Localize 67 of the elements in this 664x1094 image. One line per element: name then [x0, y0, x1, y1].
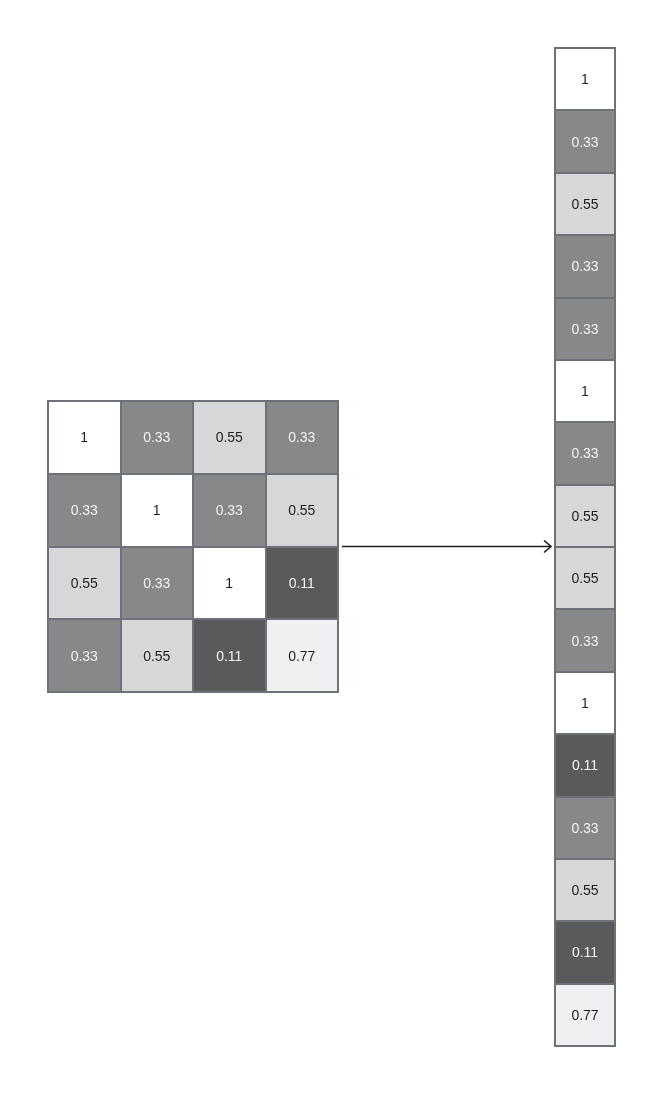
vector-cell	[555, 359, 615, 423]
matrix-cell	[193, 546, 266, 620]
cell-value: 0.55	[571, 571, 599, 586]
vector-cell	[555, 609, 615, 672]
cell-value: 0.33	[143, 430, 171, 445]
vector-cell	[555, 422, 615, 485]
vector-cell	[555, 858, 615, 922]
cell-value: 0.11	[288, 575, 315, 590]
vector-cell	[555, 921, 615, 984]
matrix-cell	[120, 401, 193, 474]
cell-value: 0.77	[288, 648, 316, 663]
matrix-cell	[48, 401, 121, 474]
cell-value: 0.33	[571, 259, 599, 274]
matrix-cell	[193, 401, 266, 474]
vector-cell	[555, 172, 615, 236]
matrix-cell	[265, 546, 338, 620]
vector-cell	[555, 547, 615, 610]
cell-value: 0.77	[571, 1007, 599, 1022]
cell-value: 0.33	[571, 446, 599, 461]
matrix-cell	[120, 619, 193, 692]
cell-value: 0.33	[70, 648, 98, 663]
cell-value: 0.11	[571, 945, 599, 960]
matrix-cell	[48, 473, 121, 547]
cell-value: 0.33	[571, 820, 599, 835]
cell-value: 0.55	[571, 508, 599, 523]
vector-cell	[555, 48, 615, 111]
vector-cell	[555, 671, 615, 735]
cell-value: 0.55	[571, 196, 599, 211]
matrix-cell	[265, 401, 338, 474]
cell-value: 1	[225, 575, 234, 590]
cell-value: 0.33	[571, 321, 599, 336]
cell-value: 0.55	[215, 430, 243, 445]
vector-column	[554, 47, 616, 1047]
cell-value: 0.33	[70, 503, 98, 518]
vector-cell	[555, 796, 615, 859]
cell-value: 0.11	[571, 758, 599, 773]
vector-cell	[555, 235, 615, 298]
cell-value: 0.33	[571, 134, 599, 149]
vector-cell	[555, 484, 615, 547]
cell-value: 0.33	[215, 503, 243, 518]
cell-value: 0.55	[571, 883, 599, 898]
cell-value: 0.55	[143, 648, 171, 663]
cell-value: 0.11	[216, 648, 243, 663]
matrix-grid	[47, 400, 339, 693]
vector-cell	[555, 734, 615, 797]
cell-value: 0.33	[288, 430, 316, 445]
cell-value: 1	[80, 430, 89, 445]
matrix-cell	[265, 619, 338, 692]
matrix-cell	[48, 619, 121, 692]
cell-value: 0.33	[571, 633, 599, 648]
cell-value: 0.55	[288, 503, 316, 518]
matrix-cell	[265, 473, 338, 547]
matrix-cell	[193, 619, 266, 692]
matrix-cell	[48, 546, 121, 620]
arrow	[341, 539, 552, 554]
cell-value: 1	[581, 384, 589, 399]
matrix-cell	[120, 473, 193, 547]
cell-value: 1	[581, 72, 589, 87]
cell-value: 0.55	[70, 575, 98, 590]
vector-cell	[555, 983, 615, 1046]
vector-cell	[555, 297, 615, 360]
matrix-cell	[120, 546, 193, 620]
cell-value: 1	[581, 695, 589, 710]
cell-value: 1	[152, 503, 161, 518]
cell-value: 0.33	[143, 575, 171, 590]
matrix-cell	[193, 473, 266, 547]
vector-cell	[555, 110, 615, 173]
